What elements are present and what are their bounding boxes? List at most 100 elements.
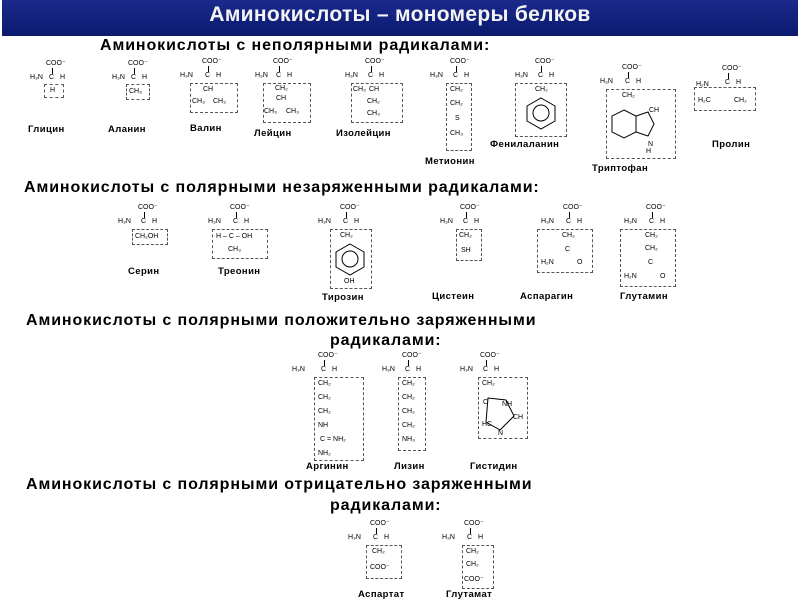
radical: CH₂	[482, 380, 495, 387]
alpha-carbon: C	[483, 366, 489, 373]
radical: COO⁻	[464, 576, 484, 583]
hydrogen: H	[577, 218, 583, 225]
label-threonine: Треонин	[218, 266, 261, 277]
radical-box	[398, 377, 426, 451]
amino-group: H₃N	[382, 366, 395, 373]
hydrogen: H	[494, 366, 500, 373]
radical: O	[577, 259, 583, 266]
structure-arginine: COO⁻ H₃N C H CH₂ CH₂ CH₂ NH C = NH₂ NH₂	[292, 352, 364, 461]
amino-group: H₃N	[600, 78, 613, 85]
radical-box	[694, 87, 756, 111]
svg-text:N: N	[498, 430, 503, 436]
radical: CH₂	[450, 100, 463, 107]
radical: H₂N	[624, 273, 637, 280]
heading-positive-line1: Аминокислоты с полярными положительно за…	[26, 312, 537, 329]
hydrogen: H	[416, 366, 422, 373]
radical: CH₂	[402, 422, 415, 429]
amino-group: H₃N	[292, 366, 305, 373]
heading-polar-uncharged: Аминокислоты с полярными незаряженными р…	[24, 179, 540, 196]
bond	[408, 360, 409, 366]
structure-lysine: COO⁻ H₃N C H CH₂ CH₂ CH₂ CH₂ NH₃	[378, 352, 438, 460]
structure-tyrosine: COO⁻ H₃N C H CH₂ OH	[318, 204, 388, 290]
phenol-ring-icon	[335, 243, 365, 276]
amino-group: H₃N	[180, 72, 193, 79]
alpha-carbon: C	[131, 74, 137, 81]
alpha-carbon: C	[566, 218, 572, 225]
label-asparagine: Аспарагин	[520, 291, 574, 302]
bond	[144, 212, 145, 218]
radical: H – C – OH	[216, 233, 253, 240]
amino-group: H₃N	[541, 218, 554, 225]
amino-group: H₃N	[255, 72, 268, 79]
radical: COO⁻	[370, 564, 390, 571]
label-isoleucine: Изолейцин	[336, 128, 391, 139]
bond	[486, 360, 487, 366]
radical: CH₂	[402, 394, 415, 401]
alpha-carbon: C	[625, 78, 631, 85]
radical: CH₂	[367, 98, 380, 105]
radical: CH₃	[450, 130, 463, 137]
coo-group: COO⁻	[128, 60, 148, 67]
heading-negative-line1: Аминокислоты с полярными отрицательно за…	[26, 476, 533, 493]
coo-group: COO⁻	[365, 58, 385, 65]
title-bar: Аминокислоты – мономеры белков	[2, 0, 798, 36]
label-arginine: Аргинин	[306, 461, 349, 472]
hydrogen: H	[332, 366, 338, 373]
hydrogen: H	[142, 74, 148, 81]
coo-group: COO⁻	[273, 58, 293, 65]
hydrogen: H	[636, 78, 642, 85]
radical-box	[44, 84, 64, 98]
page-title: Аминокислоты – мономеры белков	[209, 3, 591, 26]
coo-group: COO⁻	[46, 60, 66, 67]
amino-group: H₃N	[118, 218, 131, 225]
hydrogen: H	[287, 72, 293, 79]
structure-serine: COO⁻ H₃N C H CH₂OH	[118, 204, 178, 254]
structure-proline: COO⁻ H₂N C H H₂C CH₂	[694, 65, 764, 130]
hydrogen: H	[464, 72, 470, 79]
radical: CH₂	[645, 232, 658, 239]
bond	[470, 528, 471, 534]
amino-group: H₃N	[348, 534, 361, 541]
radical: CH₂	[372, 548, 385, 555]
amino-group: H₃N	[440, 218, 453, 225]
bond	[652, 212, 653, 218]
coo-group: COO⁻	[318, 352, 338, 359]
radical: SH	[461, 247, 471, 254]
bond	[456, 66, 457, 72]
radical: CH₃	[286, 108, 299, 115]
radical-box	[126, 84, 150, 100]
radical: C	[565, 246, 571, 253]
bond	[728, 73, 729, 79]
coo-group: COO⁻	[450, 58, 470, 65]
radical: CH₃	[264, 108, 277, 115]
hydrogen: H	[384, 534, 390, 541]
coo-group: COO⁻	[460, 204, 480, 211]
heading-negative-line2: радикалами:	[330, 497, 442, 514]
bond	[541, 66, 542, 72]
alpha-carbon: C	[405, 366, 411, 373]
bond	[371, 66, 372, 72]
alpha-carbon: C	[321, 366, 327, 373]
structure-isoleucine: COO⁻ H₃N C H CH₃ CH CH₂ CH₃	[345, 58, 405, 128]
amino-group: H₃N	[345, 72, 358, 79]
coo-group: COO⁻	[622, 64, 642, 71]
coo-group: COO⁻	[138, 204, 158, 211]
radical: CH₂	[459, 232, 472, 239]
benzene-ring-icon	[526, 97, 556, 130]
label-glutamine: Глутамин	[620, 291, 668, 302]
radical: NH₂	[318, 450, 331, 457]
hydrogen: H	[354, 218, 360, 225]
alpha-carbon: C	[368, 72, 374, 79]
coo-group: COO⁻	[402, 352, 422, 359]
hydrogen: H	[736, 79, 742, 86]
radical: CH₂	[318, 408, 331, 415]
coo-group: COO⁻	[230, 204, 250, 211]
svg-text:CH: CH	[649, 107, 659, 114]
radical: O	[660, 273, 666, 280]
radical-box	[190, 83, 238, 113]
radical: CH	[203, 86, 214, 93]
radical-box	[212, 229, 268, 259]
radical-box	[462, 545, 494, 589]
heading-positive-line2: радикалами:	[330, 332, 442, 349]
structure-histidine: COO⁻ H₃N C H CH₂ C NH CH HC N	[458, 352, 530, 442]
